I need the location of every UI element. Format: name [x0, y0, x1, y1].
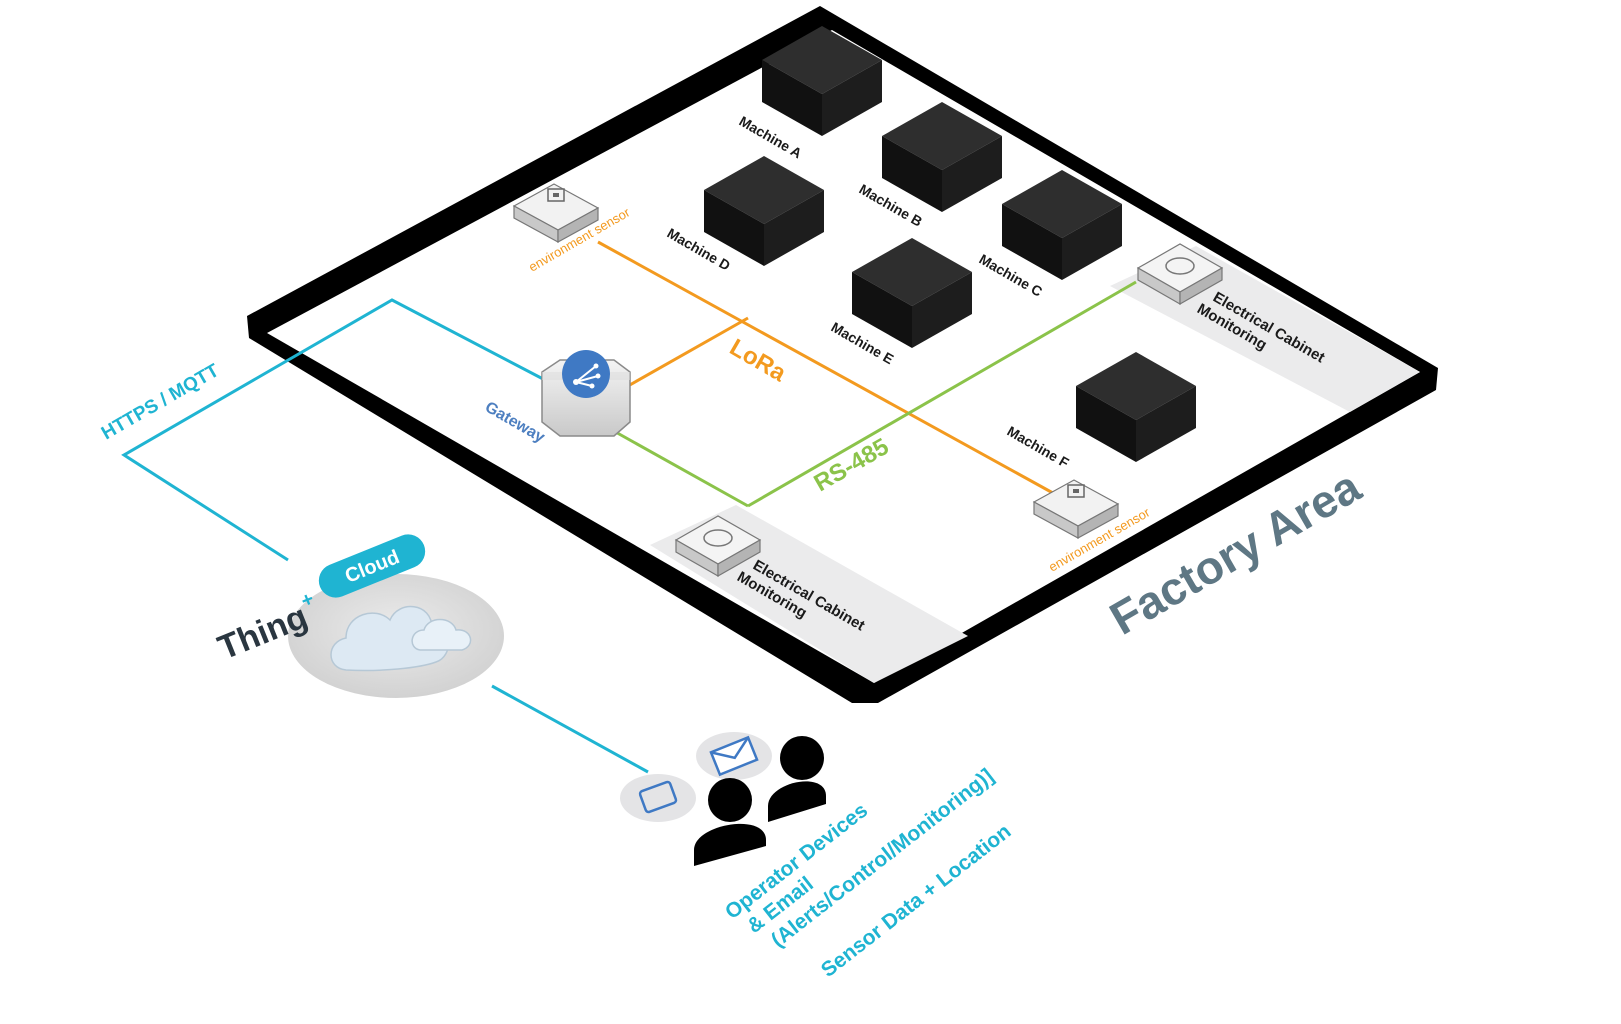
- operator-labels: Operator Devices & Email (Alerts/Control…: [721, 764, 1016, 982]
- disk-icon: [1165, 257, 1195, 275]
- machine-e: [852, 238, 972, 348]
- person-icon-front: [694, 778, 766, 866]
- operators: [620, 732, 826, 866]
- lora-link-main: [597, 240, 1063, 500]
- cabinet-sensor-bottom: [674, 515, 762, 578]
- chip-icon: [1067, 484, 1085, 498]
- tablet-icon-bg: [620, 774, 696, 822]
- uplink-line: [121, 298, 546, 562]
- chip-icon: [547, 188, 565, 202]
- network-lines: [121, 240, 1137, 774]
- lora-link-gateway: [627, 316, 749, 388]
- machine-c: [1002, 170, 1122, 280]
- machine-a: [762, 26, 882, 136]
- cloud-to-operator-line: [491, 684, 649, 774]
- email-icon: [709, 735, 759, 777]
- environment-sensor-bottom: [1032, 479, 1120, 540]
- machine-d: [704, 156, 824, 266]
- uplink-label: HTTPS / MQTT: [98, 360, 223, 444]
- gateway-device: [541, 350, 631, 437]
- rs485-link-gateway: [611, 428, 749, 508]
- rs485-link-main: [747, 280, 1137, 508]
- machine-f: [1076, 352, 1196, 462]
- cloud-node: Cloud Thing +: [213, 534, 504, 698]
- disk-icon: [703, 529, 733, 547]
- machines: [704, 26, 1196, 462]
- environment-sensor-top: [512, 183, 600, 244]
- machine-b: [882, 102, 1002, 212]
- person-icon-back: [768, 736, 826, 822]
- cloud-icon: [330, 605, 472, 672]
- cabinet-sensor-right: [1136, 243, 1224, 306]
- tablet-icon: [638, 780, 678, 814]
